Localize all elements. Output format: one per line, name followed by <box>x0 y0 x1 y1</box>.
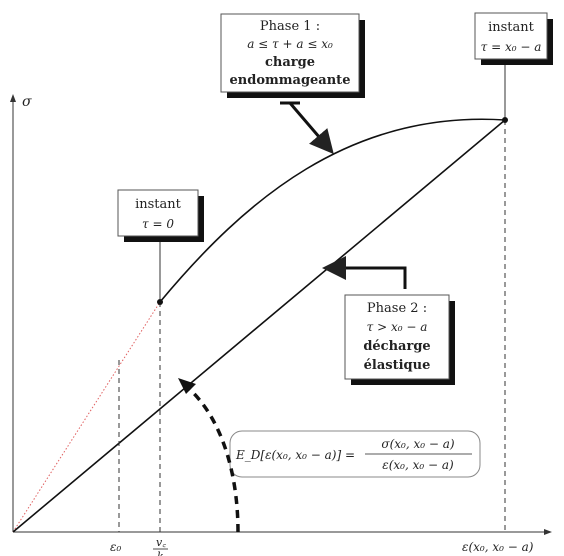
formula-box <box>229 430 481 478</box>
phase1-box <box>220 13 360 93</box>
instant-zero-line2: τ = 0 <box>142 217 174 231</box>
tick-vc-numerator: v꜀ <box>156 536 166 549</box>
tick-end: ε(x₀, x₀ − a) <box>462 540 534 554</box>
phase1-title: Phase 1 : <box>260 19 320 34</box>
phase2-title: Phase 2 : <box>367 301 427 316</box>
tick-vc-denominator: k <box>157 550 164 556</box>
instant-zero-line1: instant <box>135 197 182 212</box>
instant-end-box <box>474 12 548 60</box>
y-axis-arrow <box>10 94 16 102</box>
phase2-box <box>344 294 450 380</box>
phase2-pointer <box>322 256 407 289</box>
x-axis-arrow <box>544 529 552 535</box>
elastic-unloading-line <box>12 119 506 533</box>
tick-eps0: ε₀ <box>110 540 121 554</box>
phase1-pointer <box>288 102 334 155</box>
point-tau-zero <box>157 299 163 305</box>
point-tau-end <box>502 117 508 123</box>
formula-lhs: E_D[ε(x₀, x₀ − a)] = <box>235 448 355 462</box>
instant-end-line1: instant <box>488 20 535 35</box>
y-axis-label: σ <box>22 94 32 110</box>
phase2-label-line2: élastique <box>364 358 431 373</box>
phase1-label-line1: charge <box>265 55 315 70</box>
phase2-label-line1: décharge <box>363 339 430 354</box>
modulus-angle-arrowhead <box>178 378 196 394</box>
instant-end-line2: τ = x₀ − a <box>481 40 542 54</box>
phase1-label-line2: endommageante <box>230 73 351 88</box>
elastic-extension-dotted <box>12 301 161 533</box>
phase1-condition: a ≤ τ + a ≤ x₀ <box>247 37 333 51</box>
damage-loading-curve <box>159 118 506 303</box>
instant-zero-box <box>117 189 199 237</box>
formula-denominator: ε(x₀, x₀ − a) <box>382 458 454 472</box>
formula-numerator: σ(x₀, x₀ − a) <box>381 437 454 451</box>
phase2-condition: τ > x₀ − a <box>367 320 428 334</box>
modulus-angle-arc <box>184 384 240 533</box>
